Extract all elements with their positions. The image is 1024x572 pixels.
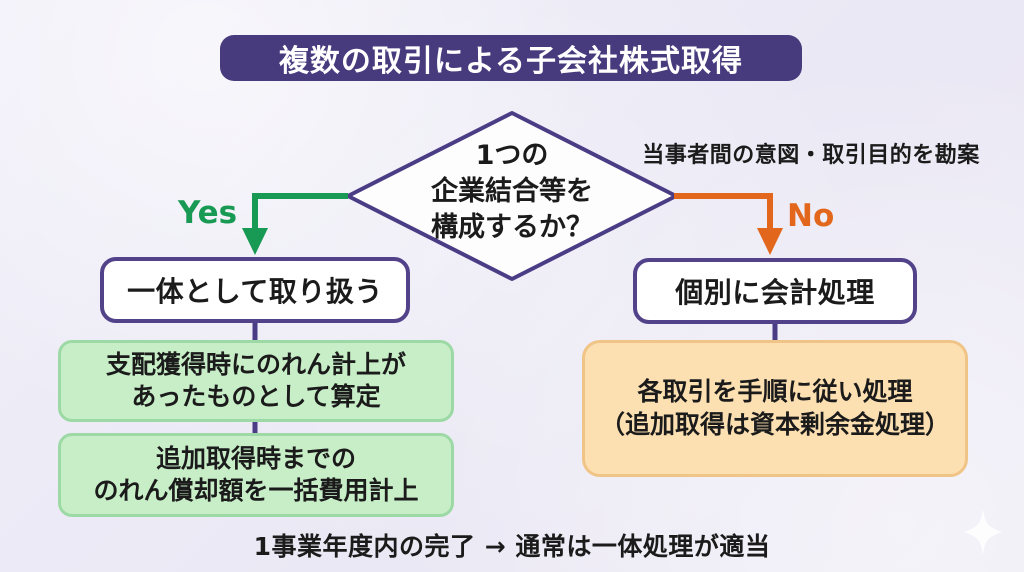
yes-step-box-2: 追加取得時までの のれん償却額を一括費用計上 <box>58 433 454 517</box>
diagram-title: 複数の取引による子会社株式取得 <box>220 35 802 81</box>
no-result-box: 個別に会計処理 <box>633 258 917 324</box>
yes-arrow <box>242 193 348 255</box>
decision-question: 1つの 企業結合等を 構成するか？ <box>431 140 593 244</box>
no-step-box: 各取引を手順に従い処理 （追加取得は資本剰余金処理） <box>582 340 968 477</box>
decision-diamond <box>346 111 678 281</box>
yes-result-box: 一体として取り扱う <box>100 257 410 323</box>
yes-branch-label: Yes <box>178 195 238 231</box>
footnote: 1事業年度内の完了 → 通常は一体処理が適当 <box>253 532 771 561</box>
yes-step-box-1: 支配獲得時にのれん計上が あったものとして算定 <box>58 340 454 422</box>
sparkle-icon <box>964 509 1002 555</box>
decision-annotation: 当事者間の意図・取引目的を勘案 <box>642 143 980 168</box>
no-arrow <box>674 193 783 255</box>
no-branch-label: No <box>787 198 835 234</box>
